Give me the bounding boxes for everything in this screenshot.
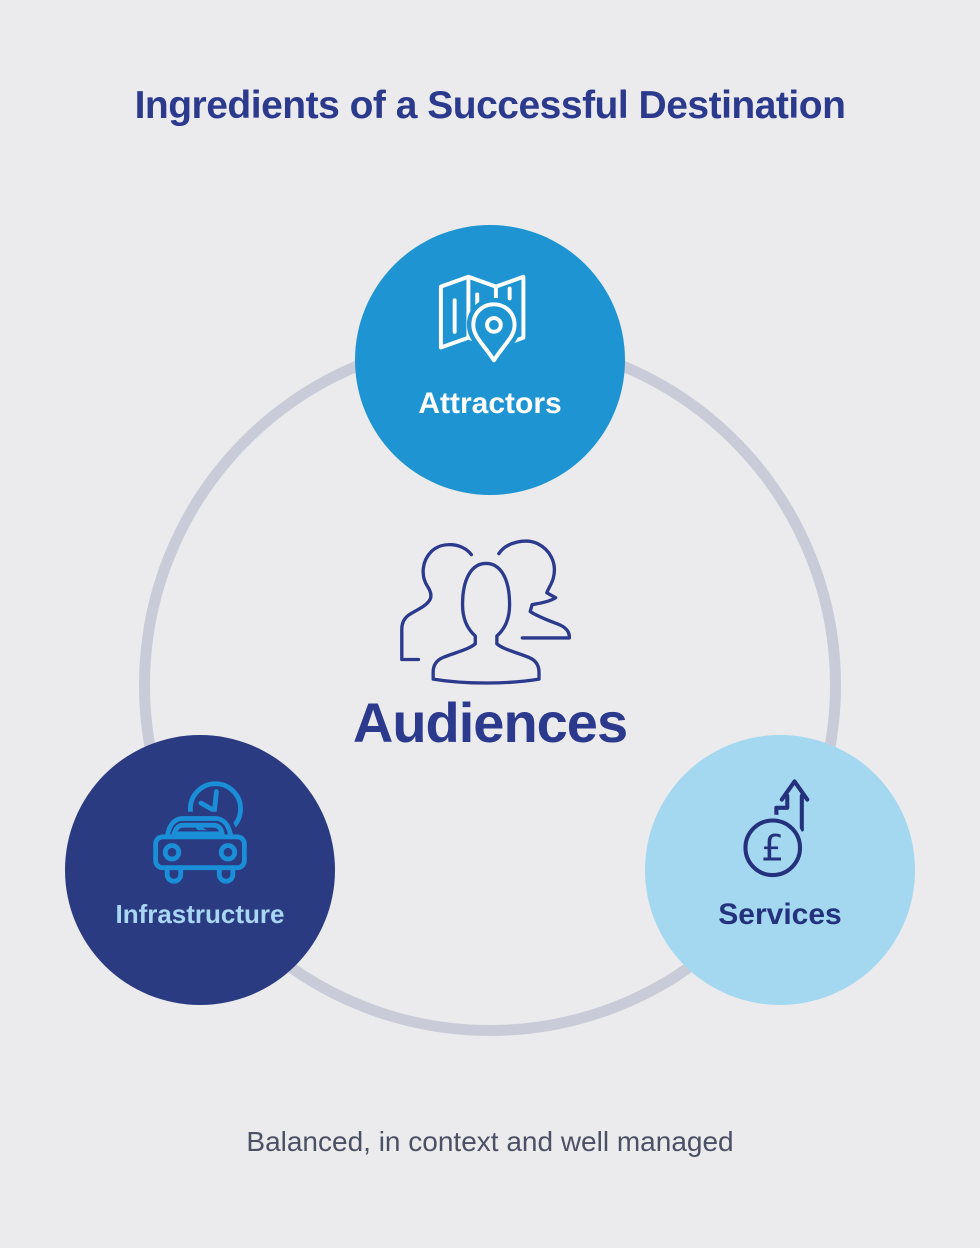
attractors-label: Attractors — [418, 387, 562, 420]
audiences-label: Audiences — [352, 691, 628, 754]
svg-text:£: £ — [761, 826, 784, 869]
services-label: Services — [718, 897, 842, 931]
pound-growth-icon: £ — [739, 778, 810, 881]
page-title: Ingredients of a Successful Destination — [134, 84, 846, 127]
audiences-center: Audiences — [0, 534, 980, 755]
node-infrastructure: Infrastructure — [65, 735, 335, 1005]
folded-map-pin-icon — [438, 274, 526, 367]
node-attractors: Attractors — [355, 225, 625, 495]
people-group-icon — [400, 539, 572, 686]
infrastructure-label: Infrastructure — [115, 898, 285, 929]
caption: Balanced, in context and well managed — [246, 1126, 734, 1157]
car-clock-icon — [148, 780, 252, 884]
node-services: £ Services — [645, 735, 915, 1005]
